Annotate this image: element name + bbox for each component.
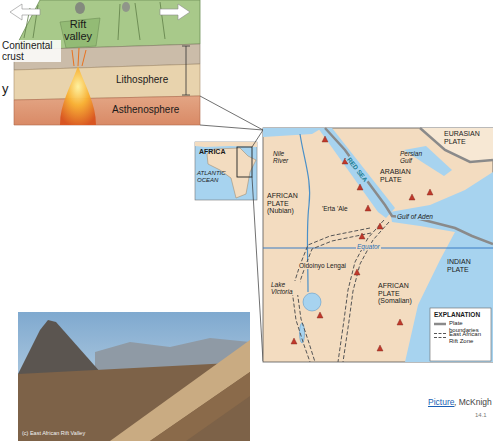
rift-zone xyxy=(297,233,371,362)
asthenosphere-layer xyxy=(14,96,200,125)
equator-label: Equator xyxy=(356,243,381,250)
magma-plume xyxy=(60,66,96,125)
volcanic-smoke xyxy=(122,2,130,12)
water-label: Persian Gulf xyxy=(400,150,428,164)
source-text: , McKnigh xyxy=(454,398,492,407)
volcano-marker xyxy=(377,223,383,229)
volcano-marker xyxy=(357,184,363,190)
fault-lines xyxy=(24,2,165,40)
plate-label: ARABIAN PLATE xyxy=(380,168,420,183)
lake-label: Lake Victoria xyxy=(270,281,300,295)
locator-water xyxy=(195,142,257,200)
volcano-label: 'Erta 'Ale xyxy=(322,205,348,212)
volcano-marker xyxy=(397,319,403,325)
volcano-marker xyxy=(291,338,297,344)
sea-label: RED SEA xyxy=(345,155,370,184)
volcanic-smoke xyxy=(75,2,85,14)
zoom-line xyxy=(200,96,263,130)
river-label: Nile River xyxy=(273,150,297,164)
volcano-marker xyxy=(377,345,383,351)
water-label: Gulf of Aden xyxy=(396,213,434,220)
slide-text-fragment: y xyxy=(2,82,9,96)
locator-box xyxy=(237,147,252,177)
volcano-markers xyxy=(291,136,433,351)
volcano-marker xyxy=(317,312,323,318)
volcano-marker xyxy=(427,189,433,195)
volcano-label: Oldoinyo Lengai xyxy=(298,262,347,269)
plate-boundary xyxy=(420,128,493,162)
plate-boundary xyxy=(325,128,493,244)
layer-label: Lithosphere xyxy=(116,74,168,85)
rift-sample xyxy=(434,337,446,338)
plate-label: AFRICAN PLATE (Nubian) xyxy=(267,192,305,215)
magma-dikes xyxy=(72,48,86,66)
region-label: AFRICA xyxy=(199,148,225,156)
thickness-bracket xyxy=(182,46,190,95)
boundary-sample xyxy=(434,323,446,326)
lithosphere-layer xyxy=(14,64,200,100)
plate-label: AFRICAN PLATE (Somalian) xyxy=(378,282,420,305)
part-label: Rift valley xyxy=(56,18,100,42)
legend-item: East African Rift Zone xyxy=(433,331,491,344)
map-land xyxy=(263,128,493,362)
locator-eurasia xyxy=(195,142,257,147)
part-label: Continental crust xyxy=(1,40,61,62)
mediterranean xyxy=(263,128,322,137)
rift-zone xyxy=(338,220,384,362)
legend-swatch xyxy=(433,331,447,340)
photo-escarpment-shadow xyxy=(150,372,250,441)
ocean-label: ATLANTIC OCEAN xyxy=(197,170,231,183)
volcano-marker xyxy=(409,194,415,200)
volcano-marker xyxy=(322,136,328,142)
volcano-marker xyxy=(365,205,371,211)
photo-sky xyxy=(18,312,250,441)
plate-label: INDIAN PLATE xyxy=(446,258,480,273)
zoom-line xyxy=(252,130,263,361)
indian-ocean xyxy=(390,172,493,362)
source-link: Picture xyxy=(428,398,454,407)
legend-title: EXPLANATION xyxy=(434,311,480,318)
photo-credit: (c) East African Rift Valley xyxy=(22,430,85,436)
legend-swatch xyxy=(433,320,447,329)
plate-label: EURASIAN PLATE xyxy=(444,130,488,145)
photo-escarpment xyxy=(110,340,250,441)
east-africa-map xyxy=(263,128,493,362)
photo-volcano xyxy=(18,320,102,374)
rift-block-diagram xyxy=(10,0,263,130)
lake-victoria xyxy=(303,293,321,311)
extension-arrow xyxy=(10,4,40,20)
legend-box xyxy=(430,308,491,361)
rift-sample xyxy=(434,333,446,334)
layer-label: Asthenosphere xyxy=(112,104,179,115)
rift-valley-photo xyxy=(18,312,250,441)
page-number: 14.1 xyxy=(475,412,487,419)
legend-label: East African Rift Zone xyxy=(449,331,491,344)
volcano-marker xyxy=(354,269,360,275)
volcano-marker xyxy=(359,233,365,239)
extension-arrow xyxy=(160,4,190,20)
